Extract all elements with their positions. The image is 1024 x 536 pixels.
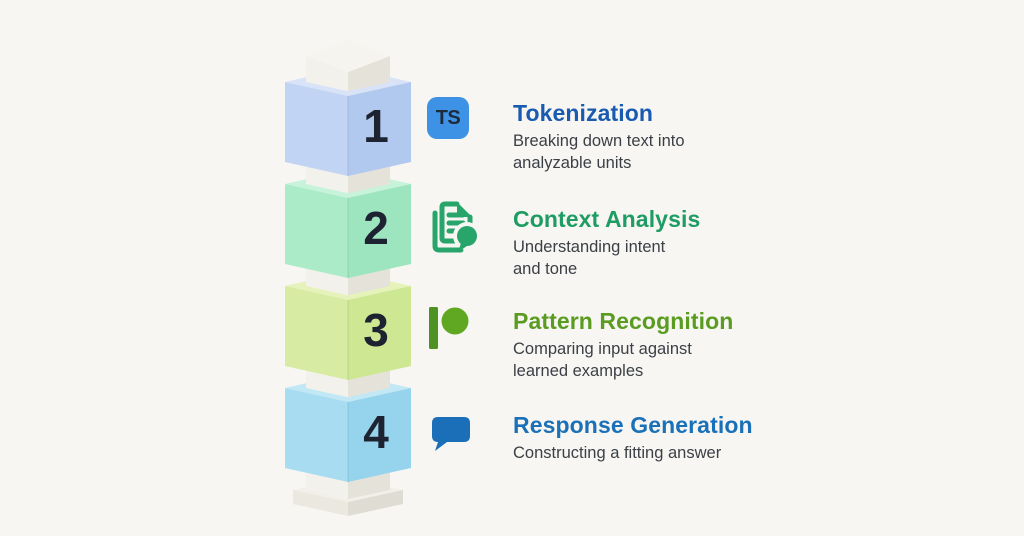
step-row-tokenization: TS Tokenization Breaking down text into … xyxy=(427,97,685,175)
search-bubble-tail xyxy=(458,243,467,252)
step-title: Context Analysis xyxy=(513,206,701,232)
search-bubble-circle xyxy=(457,226,477,246)
block-1-right-face xyxy=(348,82,411,176)
back-page-shape xyxy=(432,210,464,253)
block-3-right-face xyxy=(348,286,411,380)
step-4-icon-slot xyxy=(427,410,513,456)
speech-bubble-shape xyxy=(432,417,470,451)
step-title: Tokenization xyxy=(513,100,654,126)
step-4-texts: Response Generation Constructing a fitti… xyxy=(513,410,753,465)
step-2-texts: Context Analysis Understanding intent an… xyxy=(513,196,700,281)
step-1-icon-slot: TS xyxy=(427,97,513,139)
block-4-cube: 4 xyxy=(285,383,411,482)
step-description: Breaking down text into analyzable units xyxy=(513,132,685,173)
step-row-context-analysis: Context Analysis Understanding intent an… xyxy=(427,196,700,281)
base-left-face xyxy=(293,490,348,516)
block-2-left-face xyxy=(285,184,348,278)
page-fold-corner xyxy=(457,202,472,217)
step-row-response-generation: Response Generation Constructing a fitti… xyxy=(427,410,753,465)
block-4-right-face xyxy=(348,388,411,482)
block-1-number: 1 xyxy=(363,100,389,152)
step-2-icon-slot xyxy=(427,196,513,258)
block-2-number: 2 xyxy=(363,202,389,254)
step-description: Understanding intent and tone xyxy=(513,238,666,279)
block-3-cube: 3 xyxy=(285,281,411,380)
speech-bubble-icon xyxy=(432,417,470,451)
step-description: Comparing input against learned examples xyxy=(513,340,692,381)
patreon-mark-icon xyxy=(429,307,469,349)
step-row-pattern-recognition: Pattern Recognition Comparing input agai… xyxy=(427,304,733,383)
patreon-bar xyxy=(429,307,438,349)
step-3-texts: Pattern Recognition Comparing input agai… xyxy=(513,304,733,383)
block-3-top-face xyxy=(285,281,411,300)
base-right-face xyxy=(348,490,403,516)
block-4-top-face xyxy=(285,383,411,402)
column-cap-top-face xyxy=(306,40,390,72)
block-2-top-face xyxy=(285,179,411,198)
block-1-top-face xyxy=(285,77,411,96)
step-3-icon-slot xyxy=(427,304,513,352)
block-2-cube: 2 xyxy=(285,179,411,278)
block-1-cube: 1 xyxy=(285,77,411,176)
block-4-left-face xyxy=(285,388,348,482)
block-3-left-face xyxy=(285,286,348,380)
document-search-icon xyxy=(432,201,481,253)
step-title: Response Generation xyxy=(513,412,753,438)
block-3-number: 3 xyxy=(363,304,389,356)
step-description: Constructing a fitting answer xyxy=(513,444,722,463)
ts-badge-icon: TS xyxy=(427,97,469,139)
step-title: Pattern Recognition xyxy=(513,308,734,334)
block-2-right-face xyxy=(348,184,411,278)
patreon-circle xyxy=(441,307,469,335)
block-4-number: 4 xyxy=(363,406,389,458)
step-1-texts: Tokenization Breaking down text into ana… xyxy=(513,97,685,175)
block-1-left-face xyxy=(285,82,348,176)
